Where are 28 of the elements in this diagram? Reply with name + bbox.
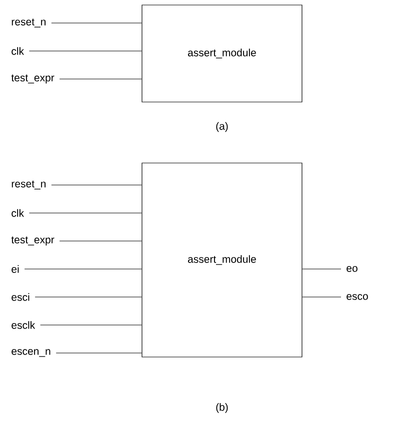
pin-line <box>302 268 342 270</box>
pin-line <box>59 240 142 242</box>
pin-line <box>24 268 142 270</box>
pin-line <box>56 352 142 354</box>
figure-label: (a) <box>216 122 228 132</box>
pin-line <box>51 184 142 186</box>
pin-line <box>28 212 142 214</box>
pin-label: reset_n <box>12 180 46 190</box>
pin-line <box>34 296 142 298</box>
pin-line <box>51 22 142 24</box>
module-box: assert_module <box>142 162 302 358</box>
pin-label: test_expr <box>11 236 54 246</box>
pin-label: clk <box>12 209 24 217</box>
pin-label: clk <box>12 47 24 55</box>
pin-label: test_expr <box>11 74 54 84</box>
pin-label: eo <box>346 266 358 272</box>
module-box: assert_module <box>142 4 302 102</box>
pin-label: reset_n <box>12 18 46 28</box>
pin-label: esci <box>12 293 30 301</box>
pin-label: esclk <box>12 321 36 329</box>
pin-label: ei <box>12 265 19 273</box>
pin-label: esco <box>346 294 368 300</box>
pin-line <box>28 50 142 52</box>
pin-label: escen_n <box>12 349 50 357</box>
pin-line <box>302 296 342 298</box>
figure-label: (b) <box>216 403 228 413</box>
pin-line <box>59 78 142 80</box>
pin-line <box>40 324 142 326</box>
